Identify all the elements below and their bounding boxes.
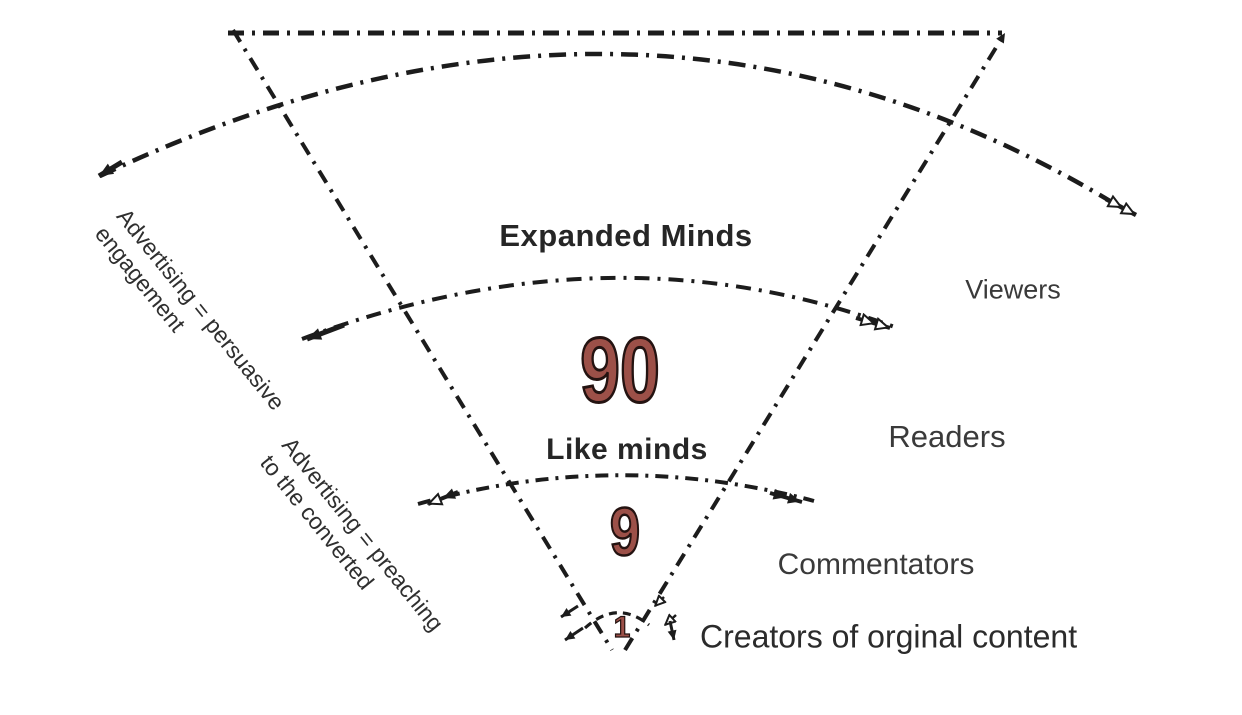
like-minds-arc-left-arrow [428,492,459,506]
expanded-minds-arc [301,275,901,341]
apex-arrow-left-upper [560,604,579,619]
apex-arrow-right-down [667,620,677,641]
like-minds-value: 9 [609,493,641,572]
expanded-minds-value: 90 [579,318,661,423]
expanded-minds-label: Expanded Minds [499,218,753,254]
apex-arrow-right-mid [665,615,677,625]
creators-label: Creators of orginal content [700,618,1078,655]
readers-label: Readers [888,419,1006,455]
funnel-left-edge-line [231,28,614,652]
apex-arrow-right-upper [655,597,664,606]
like-minds-arc [417,473,815,506]
commentators-label: Commentators [777,547,975,581]
outer-arc-left-arrow [97,159,124,179]
expanded-minds-arc-left-arrow [306,322,345,342]
outer-arc [99,51,1112,203]
expanded-minds-arc-right-arrow [855,318,891,328]
like-minds-label: Like minds [546,432,708,466]
creators-apex-arc [583,611,651,630]
apex-arrow-left-lower [564,626,584,642]
viewers-label: Viewers [965,274,1061,305]
like-minds-arc-right-arrow [769,488,803,504]
outer-arc-right-arrow [1104,199,1138,217]
funnel-right-edge-line [623,31,1007,652]
creators-value: 1 [613,610,631,644]
